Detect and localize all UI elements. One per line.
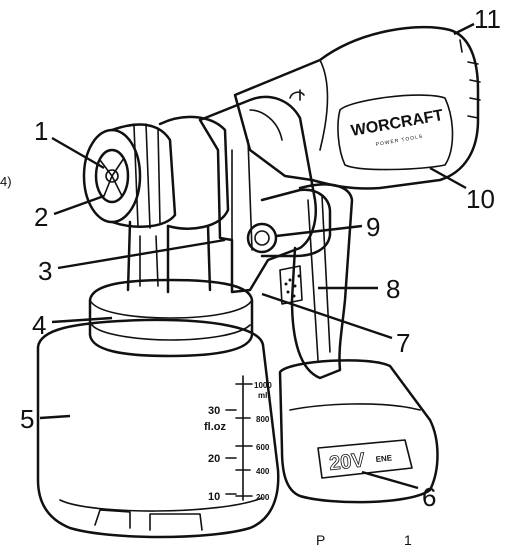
scale-floz-unit: fl.oz <box>204 421 226 433</box>
callout-labels: 1 2 3 4 5 6 7 8 9 10 11 <box>20 4 501 512</box>
paint-container <box>36 318 280 539</box>
callout-6: 6 <box>422 482 436 512</box>
scale-ml-unit: ml <box>258 391 267 400</box>
scale-ml-800: 800 <box>256 415 270 424</box>
callout-4: 4 <box>32 310 46 340</box>
callout-9: 9 <box>366 212 380 242</box>
leader-lines <box>39 22 475 490</box>
container-collar <box>88 278 254 358</box>
caption-tail: 1 <box>404 532 412 545</box>
scale-ml-400: 400 <box>256 467 270 476</box>
callout-10: 10 <box>466 184 495 214</box>
gun-body <box>198 95 332 294</box>
handle-grip <box>279 183 354 380</box>
stray-text: 4) <box>0 174 12 189</box>
battery-pack: 20V ENE <box>278 359 439 504</box>
callout-1: 1 <box>34 116 48 146</box>
callout-11: 11 <box>474 4 501 34</box>
brand-name: WORCRAFT <box>350 107 445 140</box>
scale-ml-600: 600 <box>256 443 270 452</box>
scale-floz-10: 10 <box>208 491 220 503</box>
caption-fragment: Р <box>316 532 325 545</box>
scale-ml-1000: 1000 <box>254 381 272 390</box>
nozzle-head <box>82 115 230 230</box>
scale-floz-20: 20 <box>208 453 220 465</box>
battery-voltage: 20V <box>328 449 366 475</box>
motor-housing: WORCRAFT POWER TOOLS <box>233 25 481 190</box>
callout-3: 3 <box>38 256 52 286</box>
scale-floz-30: 30 <box>208 405 220 417</box>
callout-7: 7 <box>396 328 410 358</box>
callout-8: 8 <box>386 274 400 304</box>
callout-2: 2 <box>34 202 48 232</box>
battery-badge: ENE <box>375 453 393 464</box>
container-scale: 30 fl.oz 20 10 1000 ml 800 600 400 200 <box>204 375 272 503</box>
brand-tagline: POWER TOOLS <box>375 134 423 148</box>
callout-5: 5 <box>20 404 34 434</box>
scale-ml-200: 200 <box>256 493 270 502</box>
